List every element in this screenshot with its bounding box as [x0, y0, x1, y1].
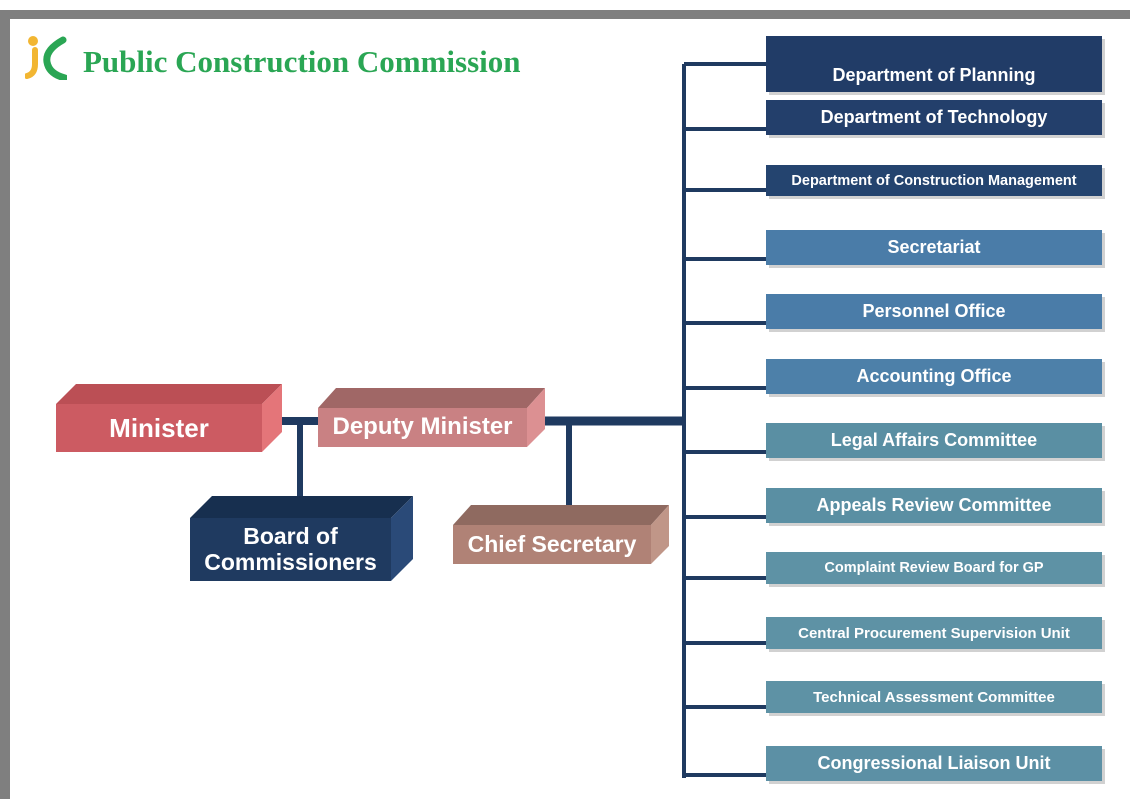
department-box: Department of Technology — [766, 100, 1102, 135]
department-box: Accounting Office — [766, 359, 1102, 394]
board-block — [190, 496, 413, 581]
department-box: Complaint Review Board for GP — [766, 552, 1102, 584]
board-label-line2: Commissioners — [204, 548, 377, 575]
department-box: Legal Affairs Committee — [766, 423, 1102, 458]
department-box: Secretariat — [766, 230, 1102, 265]
pcc-logo-icon — [25, 36, 67, 80]
chief-secretary-block — [453, 505, 669, 564]
page-title: Public Construction Commission — [83, 44, 521, 79]
department-box: Congressional Liaison Unit — [766, 746, 1102, 781]
department-box: Personnel Office — [766, 294, 1102, 329]
board-label-line1: Board of — [243, 523, 338, 550]
department-box: Appeals Review Committee — [766, 488, 1102, 523]
department-box: Central Procurement Supervision Unit — [766, 617, 1102, 649]
minister-node: Minister — [109, 412, 209, 443]
department-box: Technical Assessment Committee — [766, 681, 1102, 713]
deputy-minister-block — [318, 388, 545, 447]
chief-secretary-node: Chief Secretary — [467, 530, 637, 557]
department-box: Department of Construction Management — [766, 165, 1102, 196]
deputy-minister-node: Deputy Minister — [332, 413, 513, 441]
minister-block — [56, 384, 282, 452]
frame-left-border — [0, 10, 10, 799]
frame-top-border — [0, 10, 1130, 19]
department-box: Department of Planning — [766, 36, 1102, 92]
board-of-commissioners-node: Board of Commissioners — [190, 518, 391, 581]
